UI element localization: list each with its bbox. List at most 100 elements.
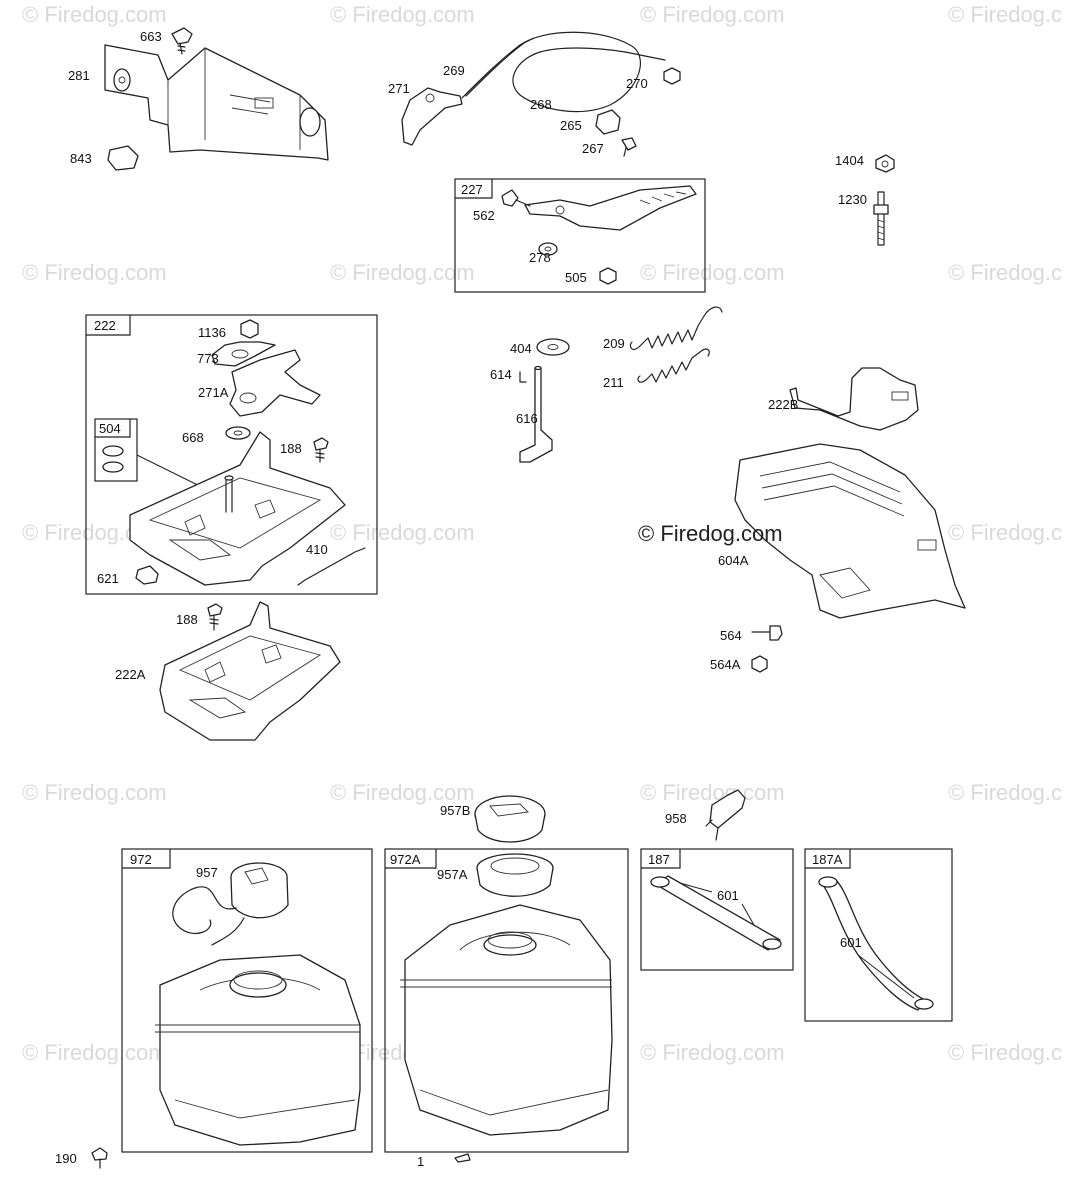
callout-663: 663: [140, 29, 162, 44]
callout-562: 562: [473, 208, 495, 223]
watermark-center: © Firedog.com: [638, 521, 783, 546]
callout-1136: 1136: [198, 325, 226, 340]
washer-278-drawing: [538, 242, 558, 256]
bolt-188-box-drawing: [313, 437, 329, 463]
watermark-edge: © Firedog.c: [948, 2, 1062, 27]
callout-601-hose-187A: 601: [840, 935, 862, 950]
cap-957-drawing: [172, 862, 289, 946]
cap-957B-drawing: [474, 795, 546, 843]
hose-187A-drawing: [818, 876, 934, 1011]
base-plate-222A-drawing: [159, 601, 341, 741]
fuel-tank-972A-drawing: [400, 904, 613, 1136]
cable-268-drawing: [461, 31, 666, 113]
fuel-tank-972-drawing: [155, 954, 361, 1146]
watermark: © Firedog.com: [640, 1040, 785, 1065]
clamp-265-drawing: [595, 109, 621, 135]
callout-222A: 222A: [115, 667, 146, 682]
base-plate-222-drawing: [129, 431, 346, 586]
box-227: 227 562 278 505: [454, 178, 706, 293]
spring-211-drawing: [637, 348, 710, 383]
box-label-187A: 187A: [812, 852, 843, 867]
callout-614: 614: [490, 367, 512, 382]
watermark-edge: © Firedog.c: [948, 520, 1062, 545]
cap-957A-drawing: [476, 853, 554, 897]
watermark: © Firedog.com: [22, 260, 167, 285]
callout-668: 668: [182, 430, 204, 445]
nut-1136-drawing: [240, 319, 259, 339]
watermark-edge: © Firedog.c: [948, 1040, 1062, 1065]
box-label-222: 222: [94, 318, 116, 333]
callout-410: 410: [306, 542, 328, 557]
bolt-663-drawing: [171, 27, 193, 55]
watermark: © Firedog.com: [640, 2, 785, 27]
callout-957A: 957A: [437, 867, 468, 882]
screw-267-drawing: [621, 137, 637, 157]
box-187A: 187A 601: [804, 848, 953, 1022]
callout-773: 773: [197, 351, 219, 366]
clip-621-drawing: [135, 565, 159, 585]
box-972A: 972A 957A: [384, 848, 629, 1153]
callout-564: 564: [720, 628, 742, 643]
callout-190: 190: [55, 1151, 77, 1166]
box-label-972A: 972A: [390, 852, 421, 867]
callout-209: 209: [603, 336, 625, 351]
callout-404: 404: [510, 341, 532, 356]
bolt-562-drawing: [501, 189, 531, 207]
bolt-564-drawing: [751, 625, 783, 641]
box-label-227: 227: [461, 182, 483, 197]
callout-604A: 604A: [718, 553, 749, 568]
watermark: © Firedog.com: [22, 780, 167, 805]
plate-773-drawing: [211, 341, 276, 367]
screw-190-drawing: [91, 1147, 108, 1169]
callout-271A: 271A: [198, 385, 229, 400]
watermark: © Firedog.com: [330, 780, 475, 805]
box-label-187: 187: [648, 852, 670, 867]
item-1-drawing: [454, 1153, 471, 1163]
callout-211: 211: [603, 375, 624, 390]
callout-281: 281: [68, 68, 90, 83]
watermark-edge: © Firedog.c: [948, 780, 1062, 805]
callout-265: 265: [560, 118, 582, 133]
watermark: © Firedog.com: [330, 520, 475, 545]
callout-269: 269: [443, 63, 465, 78]
nut-564A-drawing: [751, 655, 768, 673]
callout-601-hose-187: 601: [717, 888, 739, 903]
callout-958: 958: [665, 811, 687, 826]
shroud-604A-drawing: [734, 443, 966, 619]
box-972: 972 957: [121, 848, 373, 1153]
nut-1404-drawing: [875, 154, 895, 173]
watermark: © Firedog.com: [330, 2, 475, 27]
box-label-504: 504: [99, 421, 121, 436]
stud-1230-drawing: [873, 191, 889, 246]
pin-614-drawing: [519, 371, 527, 383]
lever-271A-drawing: [229, 349, 321, 417]
watermark-edge: © Firedog.c: [948, 260, 1062, 285]
callout-616: 616: [516, 411, 538, 426]
callout-222B: 222B: [768, 397, 798, 412]
valve-958-drawing: [705, 789, 746, 841]
callout-564A: 564A: [710, 657, 741, 672]
callout-621: 621: [97, 571, 119, 586]
callout-268: 268: [530, 97, 552, 112]
bracket-222B-drawing: [789, 367, 919, 431]
watermark: © Firedog.com: [22, 1040, 167, 1065]
callout-270: 270: [626, 76, 648, 91]
callout-1230: 1230: [838, 192, 867, 207]
callout-271: 271: [388, 81, 410, 96]
hose-187-drawing: [650, 875, 782, 951]
shaft-616-drawing: [519, 365, 553, 463]
callout-957B: 957B: [440, 803, 470, 818]
watermark-layer: © Firedog.com © Firedog.com © Firedog.co…: [22, 2, 1062, 1065]
box-label-972: 972: [130, 852, 152, 867]
spring-209-drawing: [629, 306, 723, 350]
box-222: 222 504: [85, 314, 378, 595]
lever-271-drawing: [401, 87, 463, 146]
nut-505-drawing: [599, 267, 617, 285]
governor-lever-278-drawing: [524, 185, 697, 231]
callout-1: 1: [417, 1154, 424, 1169]
nut-270-drawing: [663, 67, 681, 85]
clip-843-drawing: [107, 145, 139, 171]
washer-404-drawing: [536, 338, 570, 356]
watermark: © Firedog.com: [640, 260, 785, 285]
